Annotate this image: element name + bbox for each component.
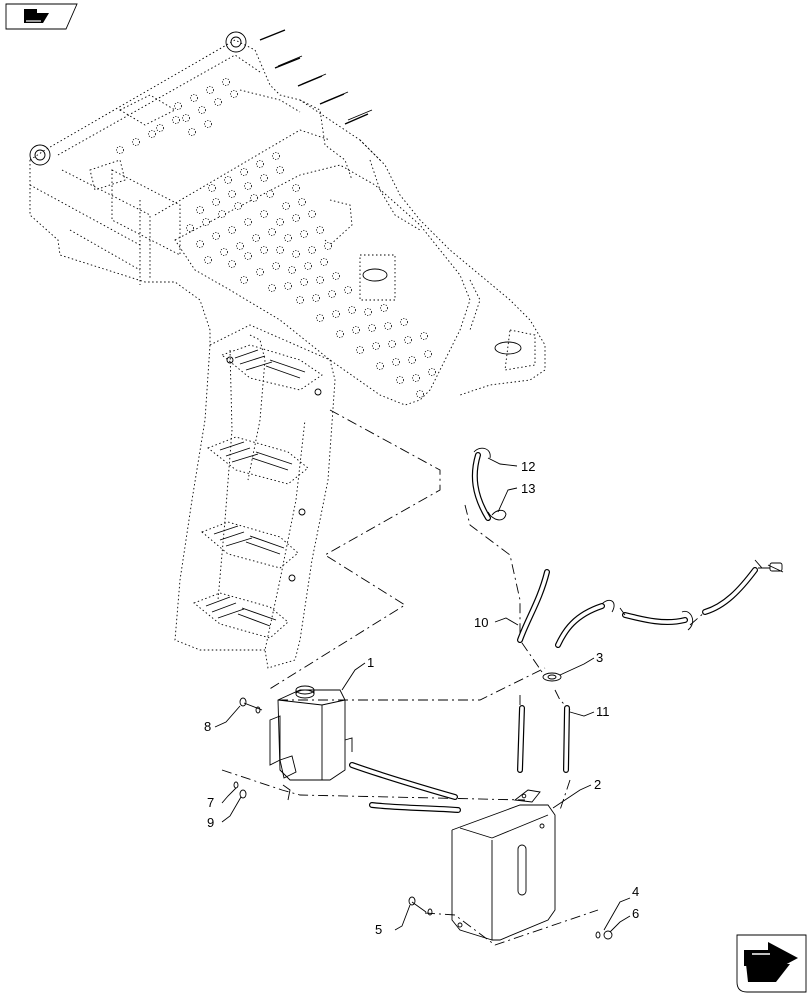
washer-reservoir-1 <box>269 685 353 801</box>
callout-5: 5 <box>375 922 382 937</box>
callout-11: 11 <box>596 704 610 719</box>
washer-7 <box>233 781 239 789</box>
book-arrow-icon[interactable] <box>5 3 78 30</box>
ladder-step-4 <box>193 592 289 639</box>
callout-numbers: 1 2 3 4 5 6 7 8 9 10 11 12 13 <box>204 459 639 937</box>
callout-12: 12 <box>521 459 535 474</box>
callout-1: 1 <box>367 655 374 670</box>
bolt-8 <box>239 697 263 714</box>
bolt-5 <box>408 896 433 916</box>
reservoir-bracket-2 <box>451 789 556 941</box>
callout-13: 13 <box>521 481 535 496</box>
assembly-leaders <box>221 409 599 946</box>
nut-9 <box>239 789 247 799</box>
callout-6: 6 <box>632 906 639 921</box>
washer-4 <box>595 931 601 939</box>
hose-12 <box>471 447 491 521</box>
callout-10: 10 <box>474 615 488 630</box>
ladder-step-3 <box>201 521 299 569</box>
clamp-13 <box>487 509 507 521</box>
callout-7: 7 <box>207 795 214 810</box>
callout-8: 8 <box>204 719 211 734</box>
hose-11 <box>517 705 570 773</box>
machine-frame <box>29 29 546 406</box>
next-page-arrow-icon[interactable] <box>736 934 807 993</box>
deck-holes <box>116 78 436 398</box>
callout-3: 3 <box>596 650 603 665</box>
nut-6 <box>603 930 613 940</box>
grommet-3 <box>542 672 562 682</box>
access-ladder <box>174 324 336 669</box>
hose-upper-right <box>555 559 784 648</box>
callout-2: 2 <box>594 777 601 792</box>
callout-9: 9 <box>207 815 214 830</box>
ladder-step-1 <box>221 344 323 391</box>
hose-10 <box>517 569 550 643</box>
callout-4: 4 <box>632 884 639 899</box>
hose-lower <box>349 762 461 813</box>
ladder-step-2 <box>207 436 309 485</box>
callout-leaders <box>214 457 631 933</box>
